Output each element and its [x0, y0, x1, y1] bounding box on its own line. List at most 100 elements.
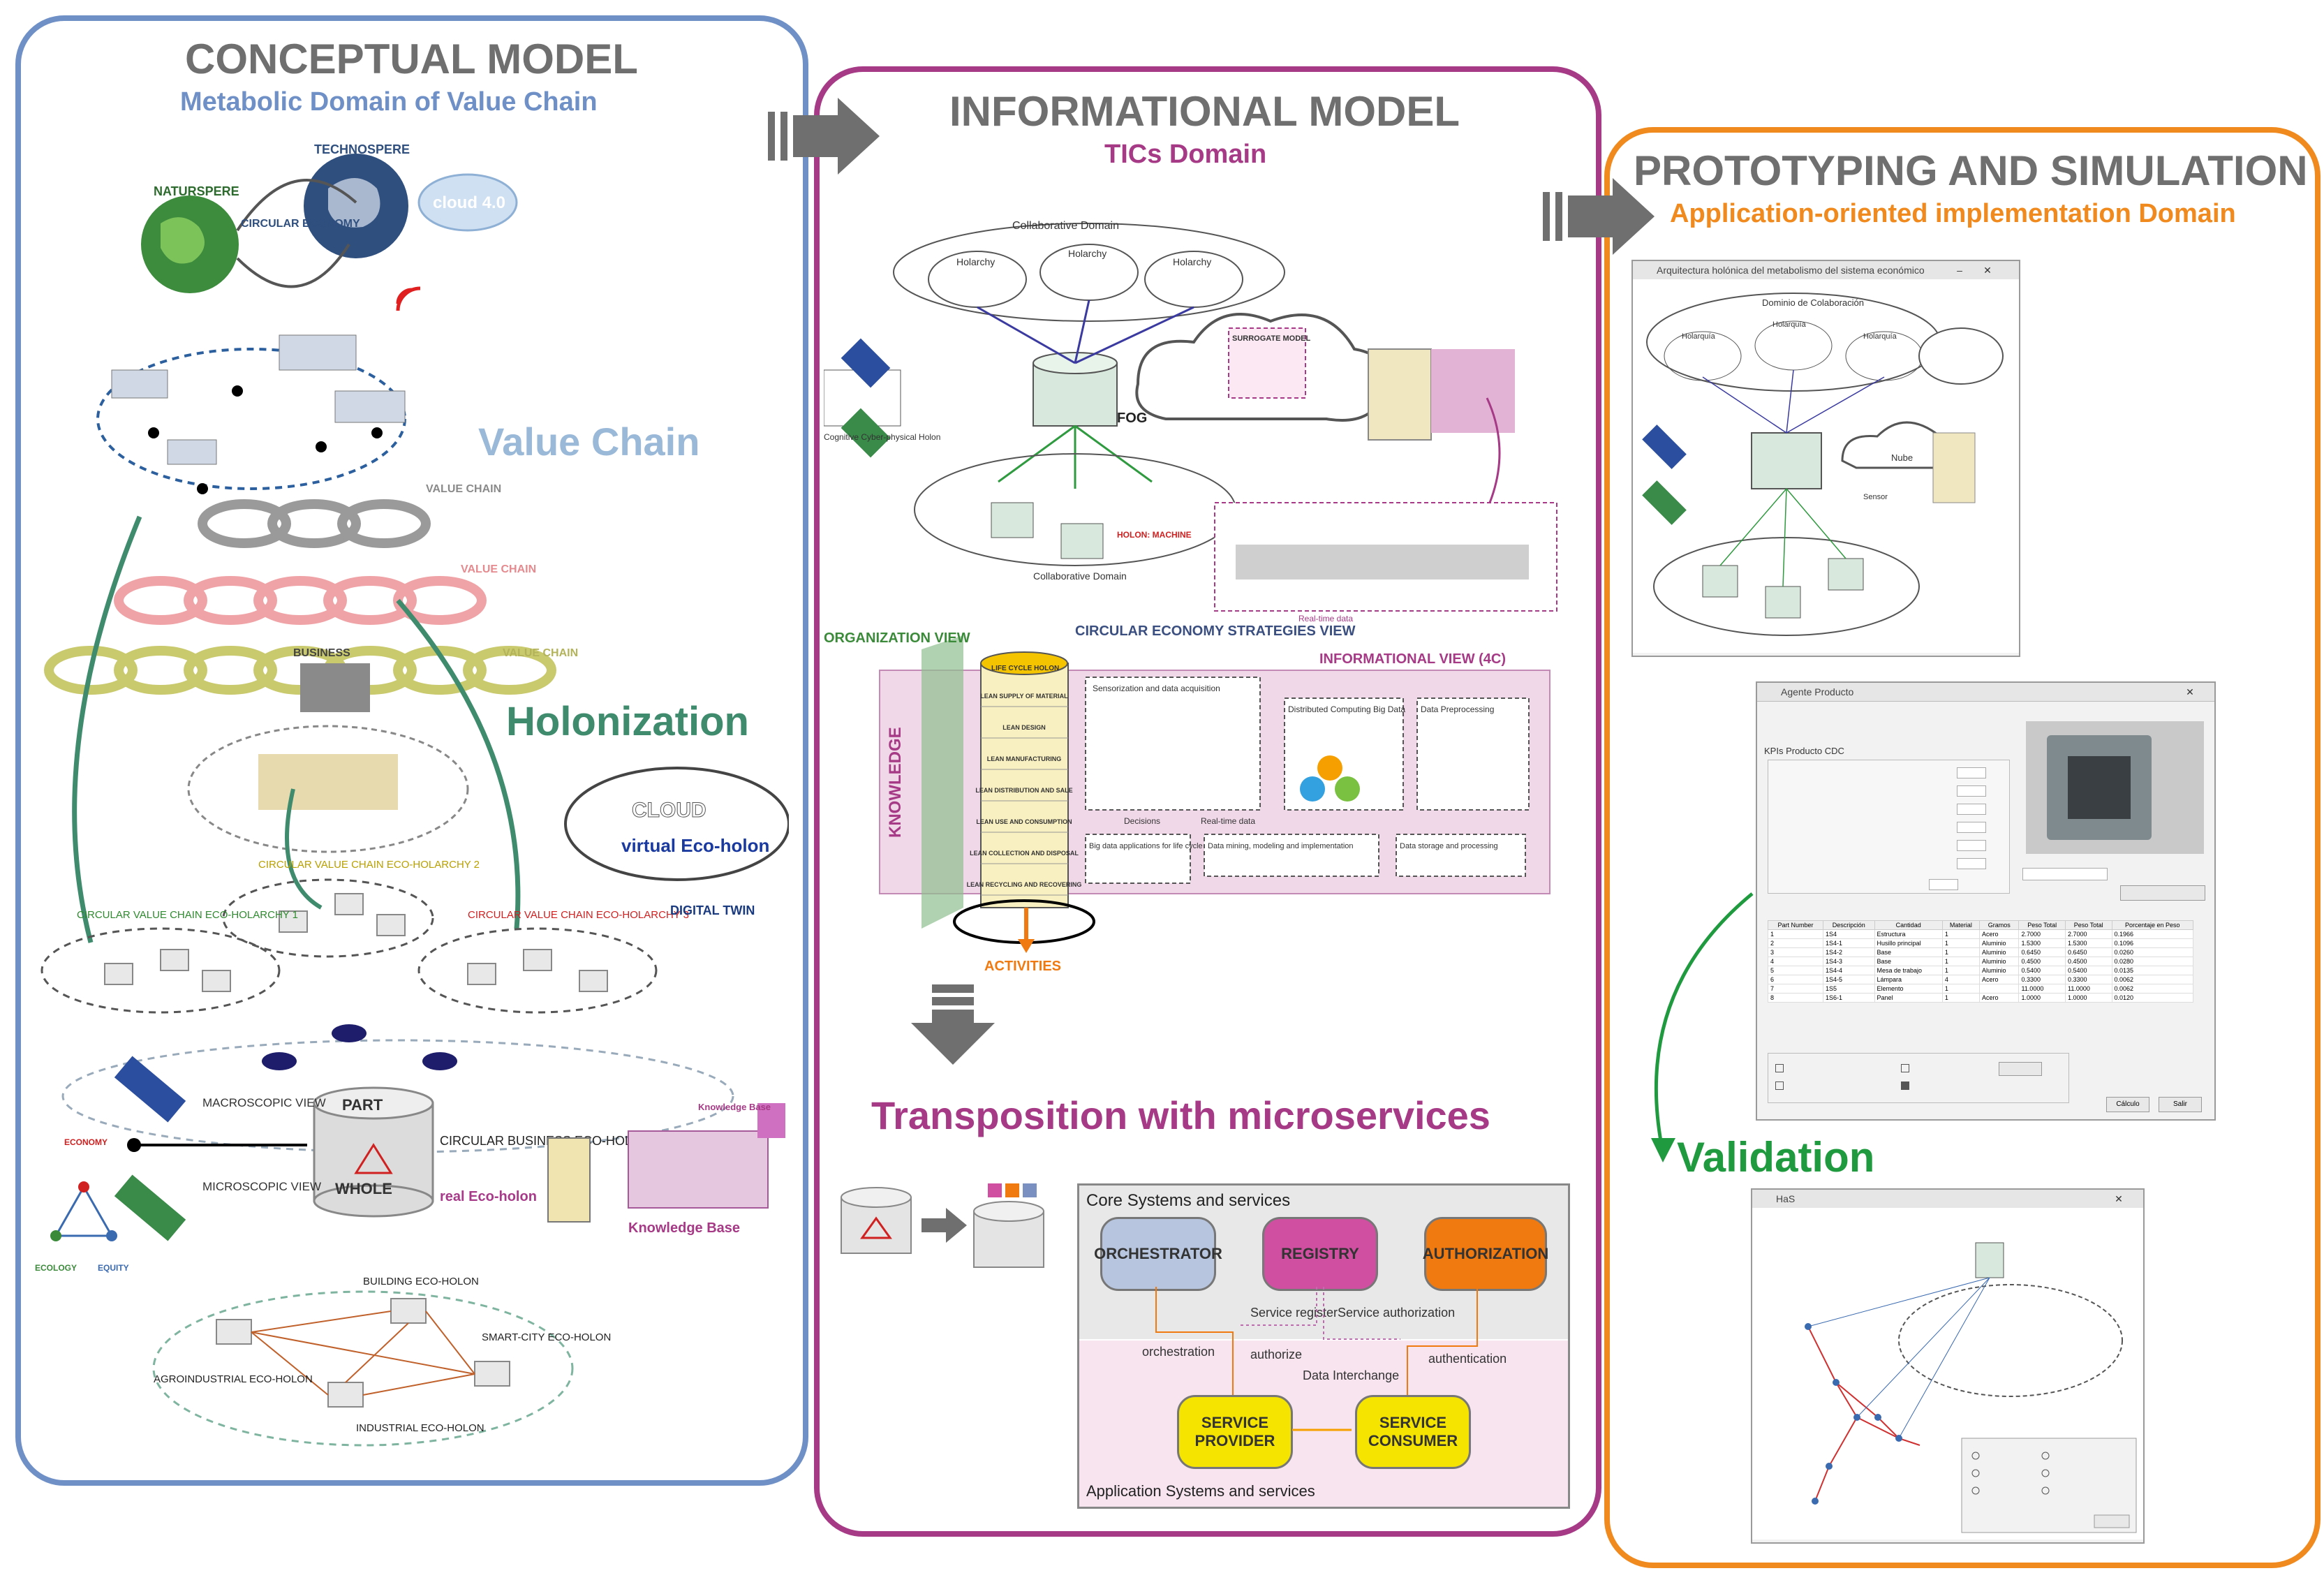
table-header-cell[interactable]: Peso Total	[2064, 920, 2112, 930]
option-checkbox-2[interactable]	[1775, 1081, 1784, 1090]
window3-canvas	[1752, 1208, 2143, 1540]
table-cell: 4	[1768, 957, 1823, 966]
window1-titlebar: Arquitectura holónica del metabolismo de…	[1633, 261, 2019, 280]
table-cell: 3	[1768, 947, 1823, 957]
life-cycle-stage: LEAN USE AND CONSUMPTION	[976, 818, 1072, 825]
table-cell: 0.5400	[2018, 966, 2066, 975]
table-cell: 1.5300	[2064, 938, 2112, 948]
agroindustrial-label: AGROINDUSTRIAL ECO-HOLON	[154, 1373, 313, 1385]
window1-minimize-button[interactable]: –	[1957, 265, 1962, 276]
calculate-button[interactable]: Cálculo	[2106, 1097, 2149, 1112]
table-cell: 0.6450	[2018, 947, 2066, 957]
window3-close-button[interactable]: ✕	[2115, 1193, 2123, 1204]
circular-economy-label: CIRCULAR ECONOMY	[241, 218, 360, 230]
life-cycle-holon-label: LIFE CYCLE HOLON	[991, 665, 1059, 672]
product-agent-window: Agente Producto ✕ KPIs Producto CDC Part…	[1756, 681, 2216, 1121]
table-cell: 1S4-1	[1822, 938, 1875, 948]
table-header-cell[interactable]: Porcentaje en Peso	[2111, 920, 2193, 930]
table-header-cell[interactable]: Descripción	[1822, 920, 1875, 930]
table-cell: 2.7000	[2018, 929, 2066, 939]
table-cell: Aluminio	[1978, 938, 2020, 948]
option-checkbox-1[interactable]	[1775, 1064, 1784, 1072]
kpi-input-7[interactable]	[1929, 879, 1958, 890]
exit-button[interactable]: Salir	[2159, 1097, 2202, 1112]
real-eco-holon-label: real Eco-holon	[440, 1189, 537, 1204]
table-header-cell[interactable]: Peso Total	[2018, 920, 2066, 930]
knowledge-label: KNOWLEDGE	[886, 727, 905, 838]
table-header-cell[interactable]: Material	[1941, 920, 1980, 930]
table-header-cell[interactable]: Part Number	[1768, 920, 1823, 930]
window1-canvas: Dominio de Colaboración Holarquía Holarq…	[1633, 279, 2019, 653]
table-cell: 1.0000	[2018, 993, 2066, 1003]
window2-small-button[interactable]	[1999, 1062, 2042, 1076]
cloud-title: CLOUD	[632, 799, 706, 822]
window2-dropdown[interactable]	[2022, 868, 2108, 880]
table-header-cell[interactable]: Cantidad	[1874, 920, 1943, 930]
option-checkbox-4[interactable]	[1901, 1081, 1909, 1090]
informational-view-label: INFORMATIONAL VIEW (4C)	[1319, 651, 1506, 667]
life-cycle-stage: LEAN DESIGN	[1002, 724, 1046, 731]
macroscopic-label: MACROSCOPIC VIEW	[202, 1096, 326, 1109]
industrial-label: INDUSTRIAL ECO-HOLON	[356, 1422, 484, 1434]
app-systems-label: Application Systems and services	[1086, 1482, 1315, 1500]
table-cell: 1S6-1	[1822, 993, 1875, 1003]
real-time-data-top: Real-time data	[1298, 614, 1353, 623]
life-cycle-stage: LEAN COLLECTION AND DISPOSAL	[970, 850, 1079, 857]
table-cell: 0.0120	[2111, 993, 2193, 1003]
kpi-input-5[interactable]	[1957, 840, 1986, 851]
table-cell: 1S4-3	[1822, 957, 1875, 966]
app-systems-area	[1079, 1341, 1568, 1507]
informational-title: INFORMATIONAL MODEL	[949, 88, 1460, 135]
kpi-input-2[interactable]	[1957, 785, 1986, 797]
window2-kpi-form	[1768, 760, 2010, 894]
knowledge-base-label: Knowledge Base	[628, 1220, 740, 1236]
core-systems-label: Core Systems and services	[1086, 1191, 1291, 1210]
part-label: PART	[342, 1096, 383, 1114]
life-cycle-stage: LEAN DISTRIBUTION AND SALE	[975, 787, 1072, 794]
kpi-input-3[interactable]	[1957, 804, 1986, 815]
smart-city-label: SMART-CITY ECO-HOLON	[482, 1331, 611, 1343]
microscopic-label: MICROSCOPIC VIEW	[202, 1180, 321, 1193]
conceptual-model-panel	[15, 15, 808, 1486]
table-cell: 2.7000	[2064, 929, 2112, 939]
table-cell: 11.0000	[2018, 984, 2066, 994]
table-cell: 1	[1941, 984, 1980, 994]
table-cell: 11.0000	[2064, 984, 2112, 994]
table-cell: 1	[1768, 929, 1823, 939]
cloud40-label: cloud 4.0	[433, 193, 505, 212]
window2-action-button[interactable]	[2120, 885, 2205, 901]
window1-close-button[interactable]: ✕	[1983, 265, 1992, 276]
table-header-cell[interactable]: Gramos	[1978, 920, 2020, 930]
window2-section-label: KPIs Producto CDC	[1764, 746, 1844, 756]
data-storage-label: Data storage and processing	[1400, 842, 1498, 850]
authorization-box: AUTHORIZATION	[1423, 1217, 1548, 1291]
economy-label: ECONOMY	[64, 1137, 108, 1147]
value-chain-label: Value Chain	[478, 420, 700, 464]
value-chain-small-3: VALUE CHAIN	[503, 647, 578, 659]
orchestrator-box: ORCHESTRATOR	[1094, 1217, 1222, 1291]
kpi-input-6[interactable]	[1957, 858, 1986, 869]
kpi-input-1[interactable]	[1957, 767, 1986, 778]
window2-close-button[interactable]: ✕	[2186, 686, 2194, 697]
virtual-eco-holon-label: virtual Eco-holon	[621, 835, 769, 856]
option-checkbox-3[interactable]	[1901, 1064, 1909, 1072]
cvc-holarchy-2-label: CIRCULAR VALUE CHAIN ECO-HOLARCHY 2	[258, 859, 480, 871]
life-cycle-stage: LEAN SUPPLY OF MATERIAL	[980, 693, 1068, 700]
table-cell: 0.4500	[2018, 957, 2066, 966]
table-cell: 1S5	[1822, 984, 1875, 994]
service-provider-box: SERVICE PROVIDER	[1177, 1395, 1293, 1469]
kpi-input-4[interactable]	[1957, 822, 1986, 833]
distributed-computing-label: Distributed Computing Big Data	[1288, 704, 1405, 714]
window2-options-group	[1768, 1053, 2069, 1103]
table-cell: Acero	[1978, 929, 2020, 939]
transposition-label: Transposition with microservices	[871, 1093, 1490, 1137]
organization-view-label: ORGANIZATION VIEW	[824, 630, 970, 646]
